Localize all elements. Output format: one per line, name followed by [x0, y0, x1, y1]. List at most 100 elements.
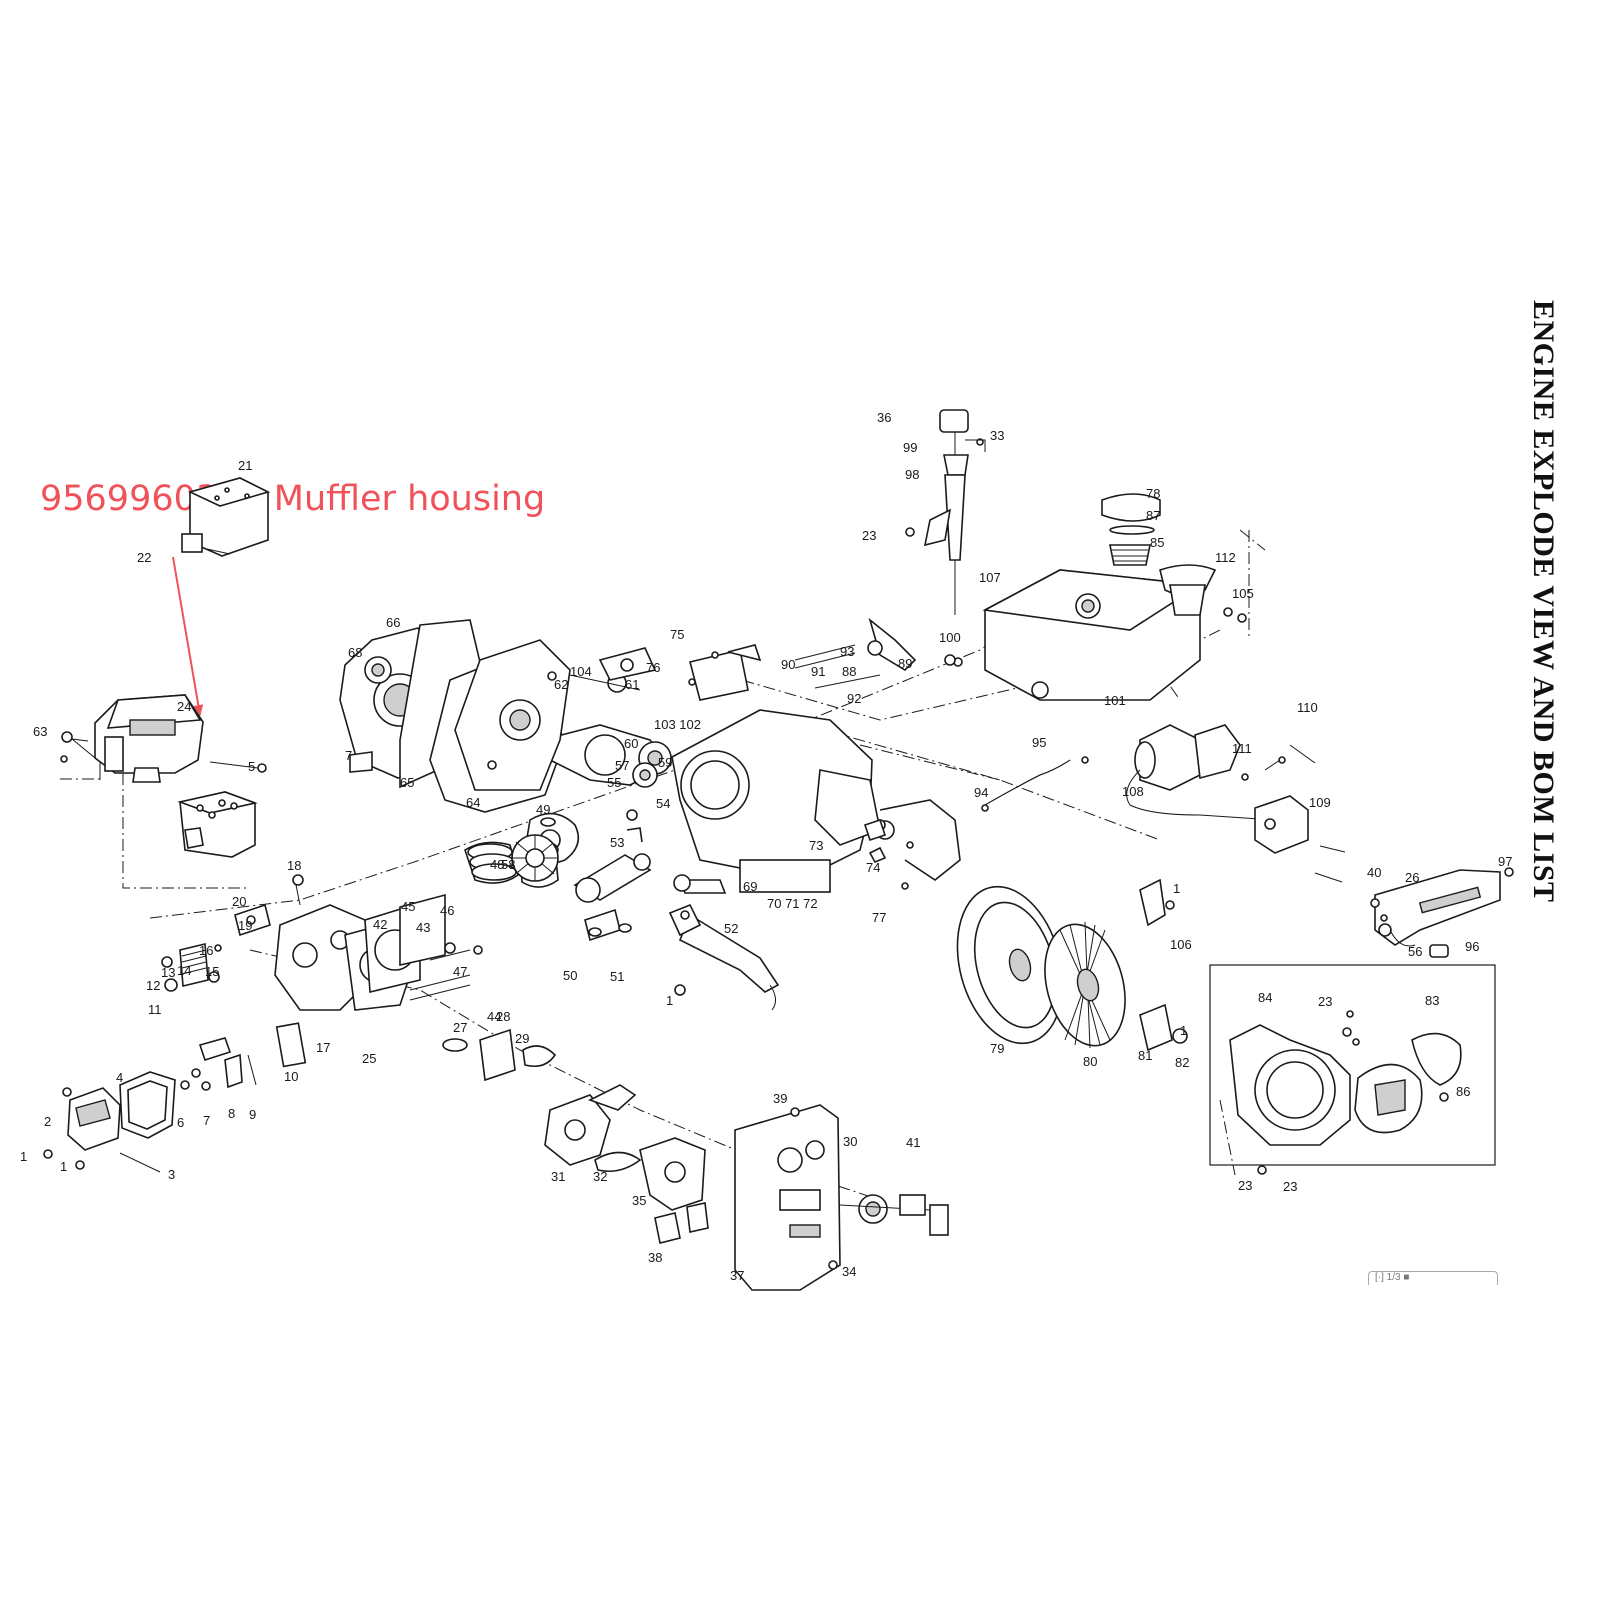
part-label: 56 — [1408, 944, 1422, 959]
part-label: 82 — [1175, 1055, 1189, 1070]
part-label: 33 — [990, 428, 1004, 443]
part-label: 34 — [842, 1264, 856, 1279]
part-label: 101 — [1104, 693, 1126, 708]
part-label: 112 — [1215, 550, 1236, 565]
part-label: 50 — [563, 968, 577, 983]
part-label: 94 — [974, 785, 988, 800]
part-label: 78 — [1146, 486, 1160, 501]
part-label: 58 — [501, 857, 515, 872]
part-label: 96 — [1465, 939, 1479, 954]
part-label: 30 — [843, 1134, 857, 1149]
part-label: 1 — [666, 993, 673, 1008]
part-label: 17 — [316, 1040, 330, 1055]
valve-springs — [161, 943, 222, 992]
part-label: 23 — [862, 528, 876, 543]
part-label: 97 — [1498, 854, 1512, 869]
part-label: 104 — [570, 664, 592, 679]
part-label: 5 — [248, 759, 255, 774]
part-label: 69 — [743, 879, 757, 894]
throttle-lever-group — [668, 903, 780, 1011]
part-labels: 1 1 1 1 1 2 3 4 5 6 7 7 8 9 10 11 12 13 … — [20, 410, 1512, 1283]
crankcase-cover-group — [454, 639, 571, 791]
part-label: 32 — [593, 1169, 607, 1184]
part-label: 79 — [990, 1041, 1004, 1056]
part-label: 92 — [847, 691, 861, 706]
part-label: 45 — [401, 899, 415, 914]
part-label: 6 — [177, 1115, 184, 1130]
part-label: 18 — [287, 858, 301, 873]
part-label: 93 — [840, 644, 854, 659]
callout-arrow — [172, 556, 204, 716]
carburetor-group — [442, 1028, 709, 1244]
part-label: 7 — [203, 1113, 210, 1128]
part-label: 52 — [724, 921, 738, 936]
part-label: 85 — [1150, 535, 1164, 550]
part-label: 23 — [1283, 1179, 1297, 1194]
muffler-housing-group — [60, 694, 267, 783]
part-label: 70 71 72 — [767, 896, 818, 911]
part-label: 21 — [238, 458, 252, 473]
part-label: 83 — [1425, 993, 1439, 1008]
part-label: 49 — [536, 802, 550, 817]
part-label: 55 — [607, 775, 621, 790]
part-label: 29 — [515, 1031, 529, 1046]
part-label: 75 — [670, 627, 684, 642]
part-label: 20 — [232, 894, 246, 909]
part-label: 65 — [400, 775, 414, 790]
part-label: 87 — [1146, 508, 1160, 523]
part-label: 66 — [386, 615, 400, 630]
linkage-group — [598, 617, 956, 890]
part-label: 9 — [249, 1107, 256, 1122]
valve-cover-group — [43, 1071, 176, 1173]
part-label: 14 — [177, 963, 191, 978]
part-label: 8 — [228, 1106, 235, 1121]
part-label: 40 — [1367, 865, 1381, 880]
part-label: 68 — [348, 645, 362, 660]
part-label: 2 — [44, 1114, 51, 1129]
part-label: 48 — [490, 857, 504, 872]
part-label: 23 — [1238, 1178, 1252, 1193]
part-label: 73 — [809, 838, 823, 853]
part-label: 11 — [148, 1002, 162, 1017]
part-label: 38 — [648, 1250, 662, 1265]
part-label: 63 — [33, 724, 47, 739]
part-label: 106 — [1170, 937, 1192, 952]
part-label: 13 — [161, 965, 175, 980]
part-label: 22 — [137, 550, 151, 565]
part-label: 1 — [1173, 881, 1180, 896]
part-label: 51 — [610, 969, 624, 984]
part-label: 107 — [979, 570, 1001, 585]
part-label: 44 — [487, 1009, 501, 1024]
part-label: 27 — [453, 1020, 467, 1035]
bracket-group — [1370, 867, 1514, 958]
part-label: 61 — [625, 677, 639, 692]
part-label: 31 — [551, 1169, 565, 1184]
part-label: 25 — [362, 1051, 376, 1066]
part-label: 10 — [284, 1069, 298, 1084]
part-label: 35 — [632, 1193, 646, 1208]
part-label: 57 — [615, 758, 629, 773]
part-label: 15 — [205, 964, 219, 979]
part-label: 53 — [610, 835, 624, 850]
part-label: 3 — [168, 1167, 175, 1182]
part-label: 59 — [658, 755, 672, 770]
part-label: 54 — [656, 796, 670, 811]
part-label: 47 — [453, 964, 467, 979]
part-label: 4 — [116, 1070, 123, 1085]
part-number-callout: 9569960302 Muffler housing — [40, 479, 546, 519]
part-label: 110 — [1297, 700, 1318, 715]
part-label: 1 — [60, 1159, 67, 1174]
air-filter-group — [181, 477, 271, 557]
part-label: 111 — [1232, 741, 1252, 756]
zoom-chip[interactable]: [·] 1/3 ■ — [1368, 1271, 1498, 1285]
part-label: 37 — [730, 1268, 744, 1283]
part-label: 36 — [877, 410, 891, 425]
part-label: 81 — [1138, 1048, 1152, 1063]
governor-group — [511, 762, 658, 882]
part-label: 90 — [781, 657, 795, 672]
part-label: 89 — [898, 656, 912, 671]
part-label: 43 — [416, 920, 430, 935]
rocker-parts — [180, 1037, 257, 1091]
part-label: 88 — [842, 664, 856, 679]
